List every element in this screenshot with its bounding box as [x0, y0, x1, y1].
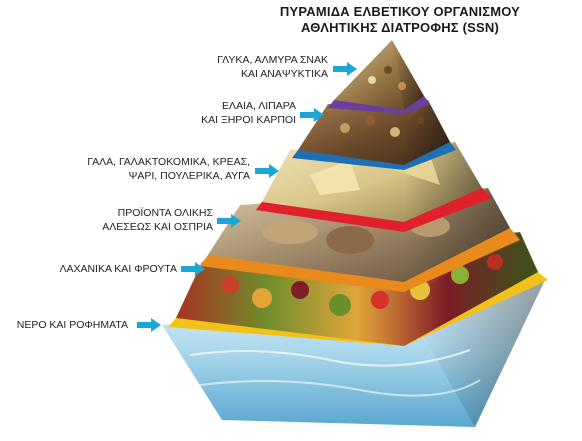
title-line-1: ΠΥΡΑΜΙΔΑ ΕΛΒΕΤΙΚΟΥ ΟΡΓΑΝΙΣΜΟΥ	[279, 4, 521, 19]
title-line-2: ΑΘΛΗΤΙΚΗΣ ΔΙΑΤΡΟΦΗΣ (SSN)	[301, 20, 499, 35]
label-grains-line-1: ΠΡΟΪΟΝΤΑ ΟΛΙΚΗΣ	[117, 207, 213, 219]
arrow-right-icon	[137, 318, 161, 332]
label-water: ΝΕΡΟ ΚΑΙ ΡΟΦΗΜΑΤΑ	[0, 318, 128, 332]
label-grains-line-2: ΑΛΕΣΕΩΣ ΚΑΙ ΟΣΠΡΙΑ	[102, 221, 213, 233]
label-oils-nuts: ΕΛΑΙΑ, ΛΙΠΑΡΑ ΚΑΙ ΞΗΡΟΙ ΚΑΡΠΟΙ	[120, 99, 296, 127]
label-sweets: ΓΛΥΚΑ, ΑΛΜΥΡΑ ΣΝΑΚ ΚΑΙ ΑΝΑΨΥΚΤΙΚΑ	[130, 53, 328, 81]
label-oils-nuts-line-2: ΚΑΙ ΞΗΡΟΙ ΚΑΡΠΟΙ	[201, 114, 296, 126]
label-sweets-line-2: ΚΑΙ ΑΝΑΨΥΚΤΙΚΑ	[241, 68, 328, 80]
label-grains: ΠΡΟΪΟΝΤΑ ΟΛΙΚΗΣ ΑΛΕΣΕΩΣ ΚΑΙ ΟΣΠΡΙΑ	[40, 206, 213, 234]
arrow-right-icon	[181, 262, 205, 276]
pyramid-level-oils-nuts	[298, 100, 450, 165]
label-dairy-protein: ΓΑΛΑ, ΓΑΛΑΚΤΟΚΟΜΙΚΑ, ΚΡΕΑΣ, ΨΑΡΙ, ΠΟΥΛΕΡ…	[40, 155, 250, 183]
label-water-line-1: ΝΕΡΟ ΚΑΙ ΡΟΦΗΜΑΤΑ	[16, 319, 128, 331]
pyramid-title: ΠΥΡΑΜΙΔΑ ΕΛΒΕΤΙΚΟΥ ΟΡΓΑΝΙΣΜΟΥ ΑΘΛΗΤΙΚΗΣ …	[250, 4, 550, 36]
label-dairy-protein-line-1: ΓΑΛΑ, ΓΑΛΑΚΤΟΚΟΜΙΚΑ, ΚΡΕΑΣ,	[87, 156, 250, 168]
arrow-right-icon	[300, 108, 324, 122]
label-oils-nuts-line-1: ΕΛΑΙΑ, ΛΙΠΑΡΑ	[222, 100, 296, 112]
label-dairy-protein-line-2: ΨΑΡΙ, ΠΟΥΛΕΡΙΚΑ, ΑΥΓΑ	[128, 170, 250, 182]
arrow-right-icon	[333, 62, 357, 76]
label-vegetables-fruits: ΛΑΧΑΝΙΚΑ ΚΑΙ ΦΡΟΥΤΑ	[20, 262, 177, 276]
label-vegetables-fruits-line-1: ΛΑΧΑΝΙΚΑ ΚΑΙ ΦΡΟΥΤΑ	[59, 263, 177, 275]
arrow-right-icon	[217, 214, 241, 228]
arrow-right-icon	[255, 164, 279, 178]
pyramid-level-sweets	[334, 40, 424, 110]
label-sweets-line-1: ΓΛΥΚΑ, ΑΛΜΥΡΑ ΣΝΑΚ	[217, 54, 328, 66]
